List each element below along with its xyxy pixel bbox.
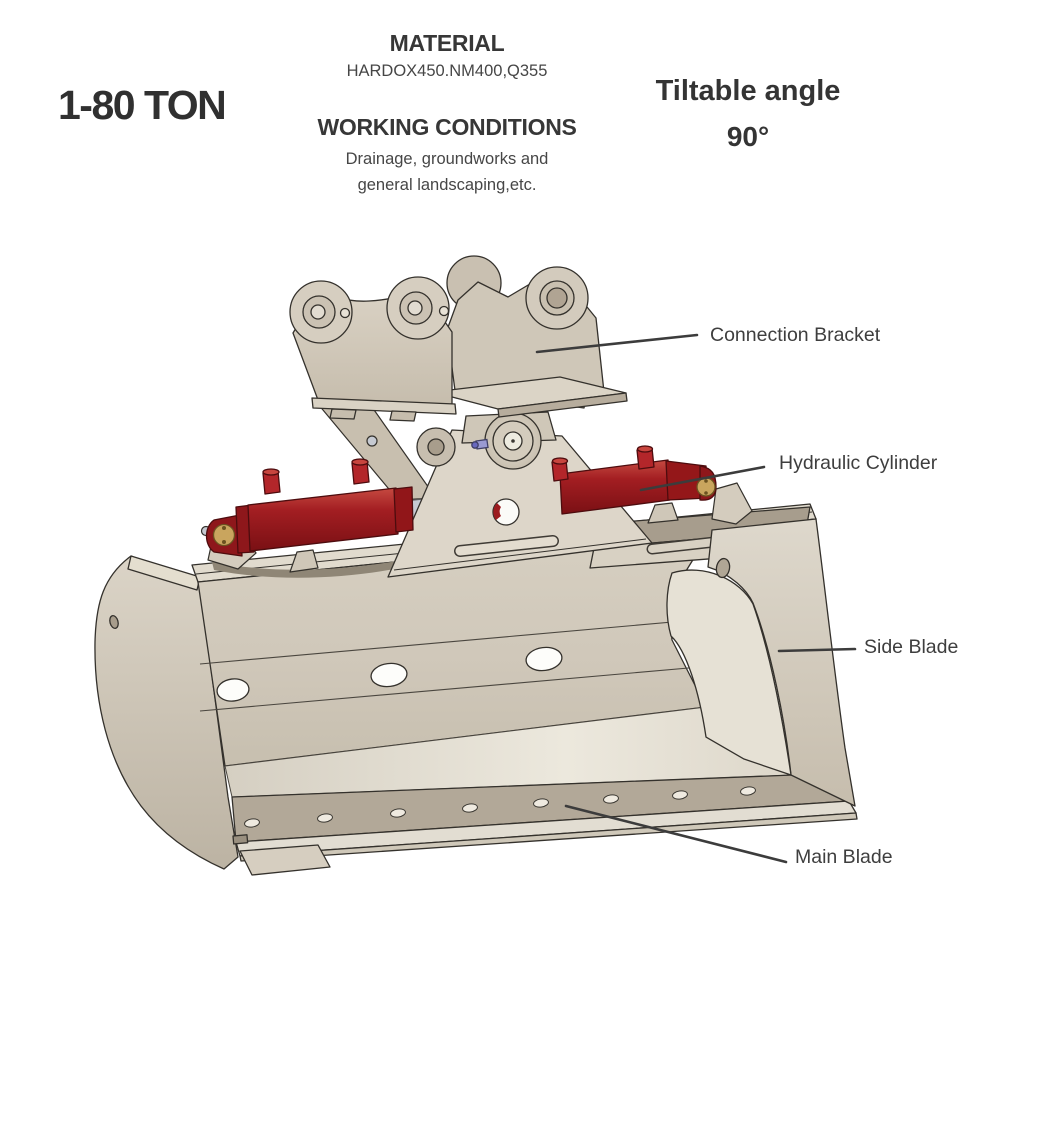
right-stand [647,502,679,524]
left-panel-hole [109,614,119,630]
tiltable-angle-value: 90° [726,121,770,152]
tiltable-angle-title: Tiltable angle [655,75,841,107]
side-blade-outer [707,518,856,807]
callout-side-blade: Side Blade [864,636,959,658]
left-stand [289,549,319,573]
front-ear-boss-right [386,276,450,340]
side-blade-inner [666,569,792,776]
left-panel-top-cap [127,555,201,591]
working-conditions-line2: general landscaping,etc. [357,176,537,194]
hydraulic-cylinder-left-graphic [205,458,414,557]
working-conditions-line1: Drainage, groundworks and [345,150,549,168]
lifting-oval-holes [216,646,563,702]
callout-main-blade: Main Blade [795,846,893,868]
rear-ear-boss [525,266,589,330]
leader-side-blade [777,647,857,653]
left-ports [262,458,370,495]
left-barrel [247,487,399,552]
bucket-body-graphic [94,503,858,876]
leader-lines [535,333,857,864]
front-ear-boss-left [289,280,353,344]
blade-bolt-holes [244,786,756,828]
leader-connection-bracket [535,333,699,354]
leader-hydraulic-cylinder [639,465,766,492]
leader-main-blade [564,804,788,864]
grease-bolt [471,438,489,450]
right-ports [551,445,655,482]
left-foot [239,844,331,876]
hydraulic-cylinder-right-graphic [551,445,717,515]
gusset-plate [387,429,653,578]
connection-bracket-graphic [289,255,628,422]
working-conditions-title: WORKING CONDITIONS [317,114,577,140]
left-clevis-pin [212,523,236,547]
callout-hydraulic-cylinder: Hydraulic Cylinder [779,452,938,474]
callout-connection-bracket: Connection Bracket [710,324,881,346]
left-side-panel [94,555,239,870]
side-blade-hole [715,557,731,579]
material-title: MATERIAL [389,30,505,56]
material-value: HARDOX450.NM400,Q355 [346,62,548,80]
pivot-hub [416,411,557,470]
tonnage-label: 1-80 TON [58,82,227,128]
